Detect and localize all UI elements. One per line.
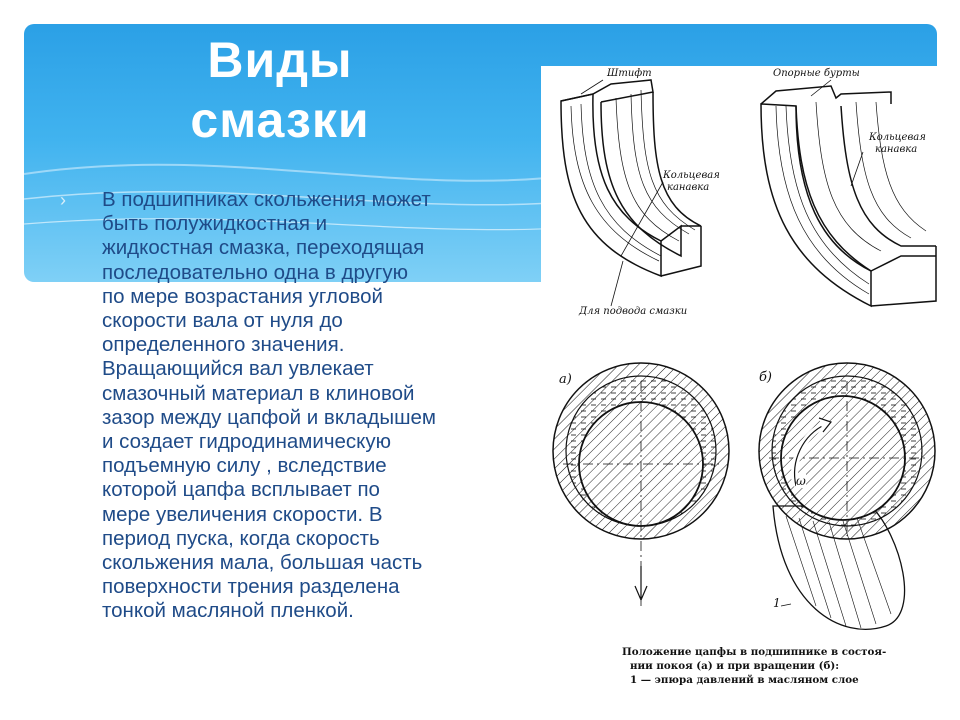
caption-line-1: Положение цапфы в подшипнике в состоя- <box>622 646 887 658</box>
ring-groove-right-label-1: Кольцевая <box>869 132 926 143</box>
leader-lines <box>580 79 864 307</box>
bearing-figure: Штифт Опорные бурты Кольцевая канавка Ко… <box>541 66 937 692</box>
lube-supply-label: Для подвода смазки <box>579 306 688 317</box>
ring-groove-left-label-1: Кольцевая <box>663 170 720 181</box>
journal-rotating-diagram <box>758 362 936 630</box>
title-line-2: смазки <box>190 92 370 148</box>
omega-label: ω <box>796 474 806 488</box>
caption-line-3: 1 — эпюра давлений в масляном слое <box>630 674 859 686</box>
journal-at-rest-diagram <box>552 362 730 606</box>
left-bearing-shell <box>560 79 702 278</box>
bullet-arrow-icon: › <box>60 190 66 210</box>
bullet-text: В подшипниках скольжения может быть полу… <box>102 188 437 623</box>
bearing-drawings <box>552 79 937 630</box>
ring-groove-left-label-2: канавка <box>667 182 710 193</box>
figure-caption: Положение цапфы в подшипнике в состоя- н… <box>622 645 932 687</box>
figure-b-label: б) <box>759 370 773 385</box>
ring-groove-right-label-2: канавка <box>875 144 918 155</box>
figure-a-label: а) <box>559 372 572 387</box>
right-bearing-shell <box>760 85 937 308</box>
title-line-1: Виды <box>207 32 353 88</box>
caption-line-2: нии покоя (а) и при вращении (б): <box>630 660 840 672</box>
slide-title: Виды смазки <box>130 30 430 150</box>
pin-label: Штифт <box>607 68 652 79</box>
support-collars-label: Опорные бурты <box>773 68 860 79</box>
pressure-diagram-label: 1 <box>773 596 781 610</box>
